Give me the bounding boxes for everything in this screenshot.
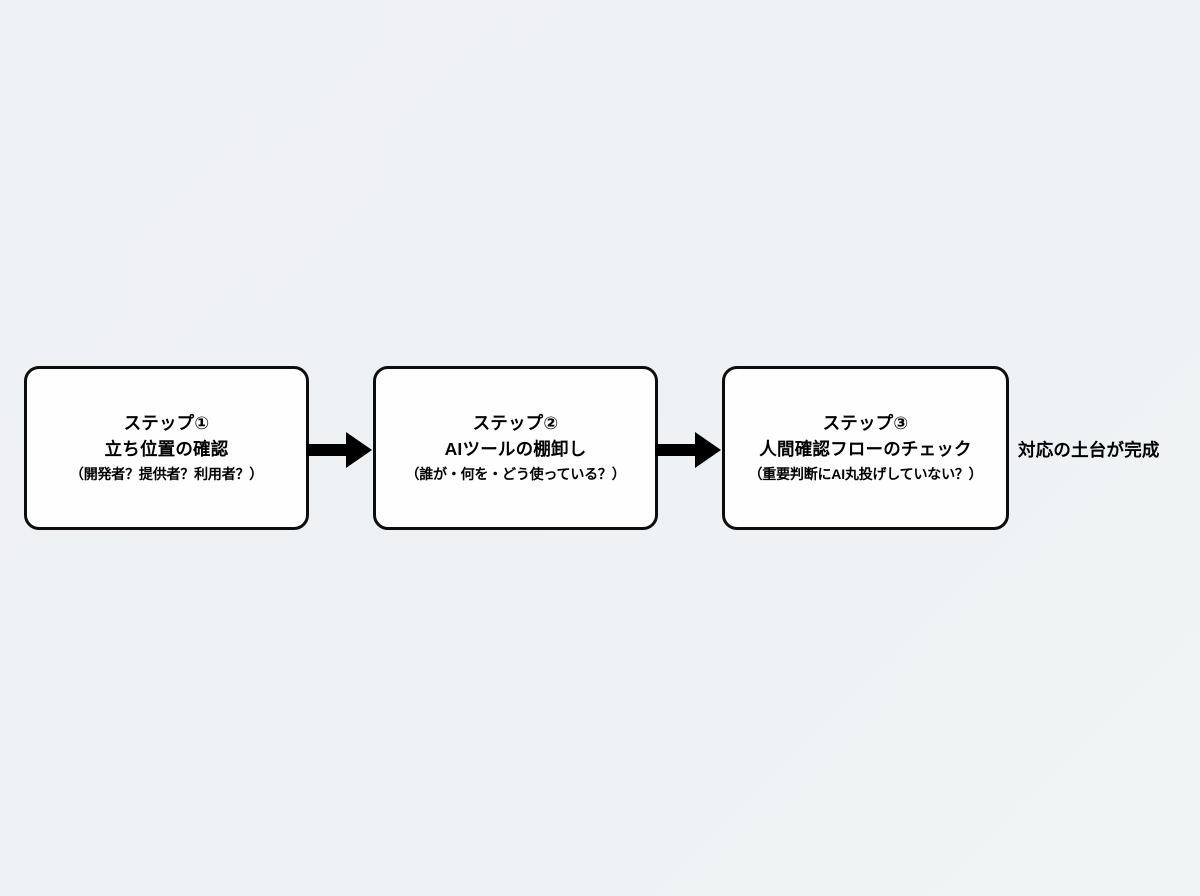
step-3-main-label: 人間確認フローのチェック: [759, 439, 972, 460]
step-2-main-label: AIツールの棚卸し: [444, 439, 587, 460]
arrow-right-icon-2: [655, 428, 721, 472]
step-1-title: ステップ①: [123, 412, 210, 433]
step-box-2: ステップ② AIツールの棚卸し （誰が・何を・どう使っている？）: [373, 366, 658, 530]
step-box-1: ステップ① 立ち位置の確認 （開発者？提供者？利用者？）: [24, 366, 309, 530]
step-3-title: ステップ③: [822, 412, 909, 433]
step-1-sub-label: （開発者？提供者？利用者？）: [69, 466, 264, 483]
step-3-sub-label: （重要判断にAI丸投げしていない？）: [748, 466, 983, 483]
step-1-main-label: 立ち位置の確認: [104, 439, 229, 460]
step-2-title: ステップ②: [472, 412, 559, 433]
arrow-right-icon-1: [306, 428, 372, 472]
step-2-sub-label: （誰が・何を・どう使っている？）: [405, 466, 626, 483]
outcome-label: 対応の土台が完成: [1018, 440, 1160, 460]
step-box-3: ステップ③ 人間確認フローのチェック （重要判断にAI丸投げしていない？）: [722, 366, 1009, 530]
